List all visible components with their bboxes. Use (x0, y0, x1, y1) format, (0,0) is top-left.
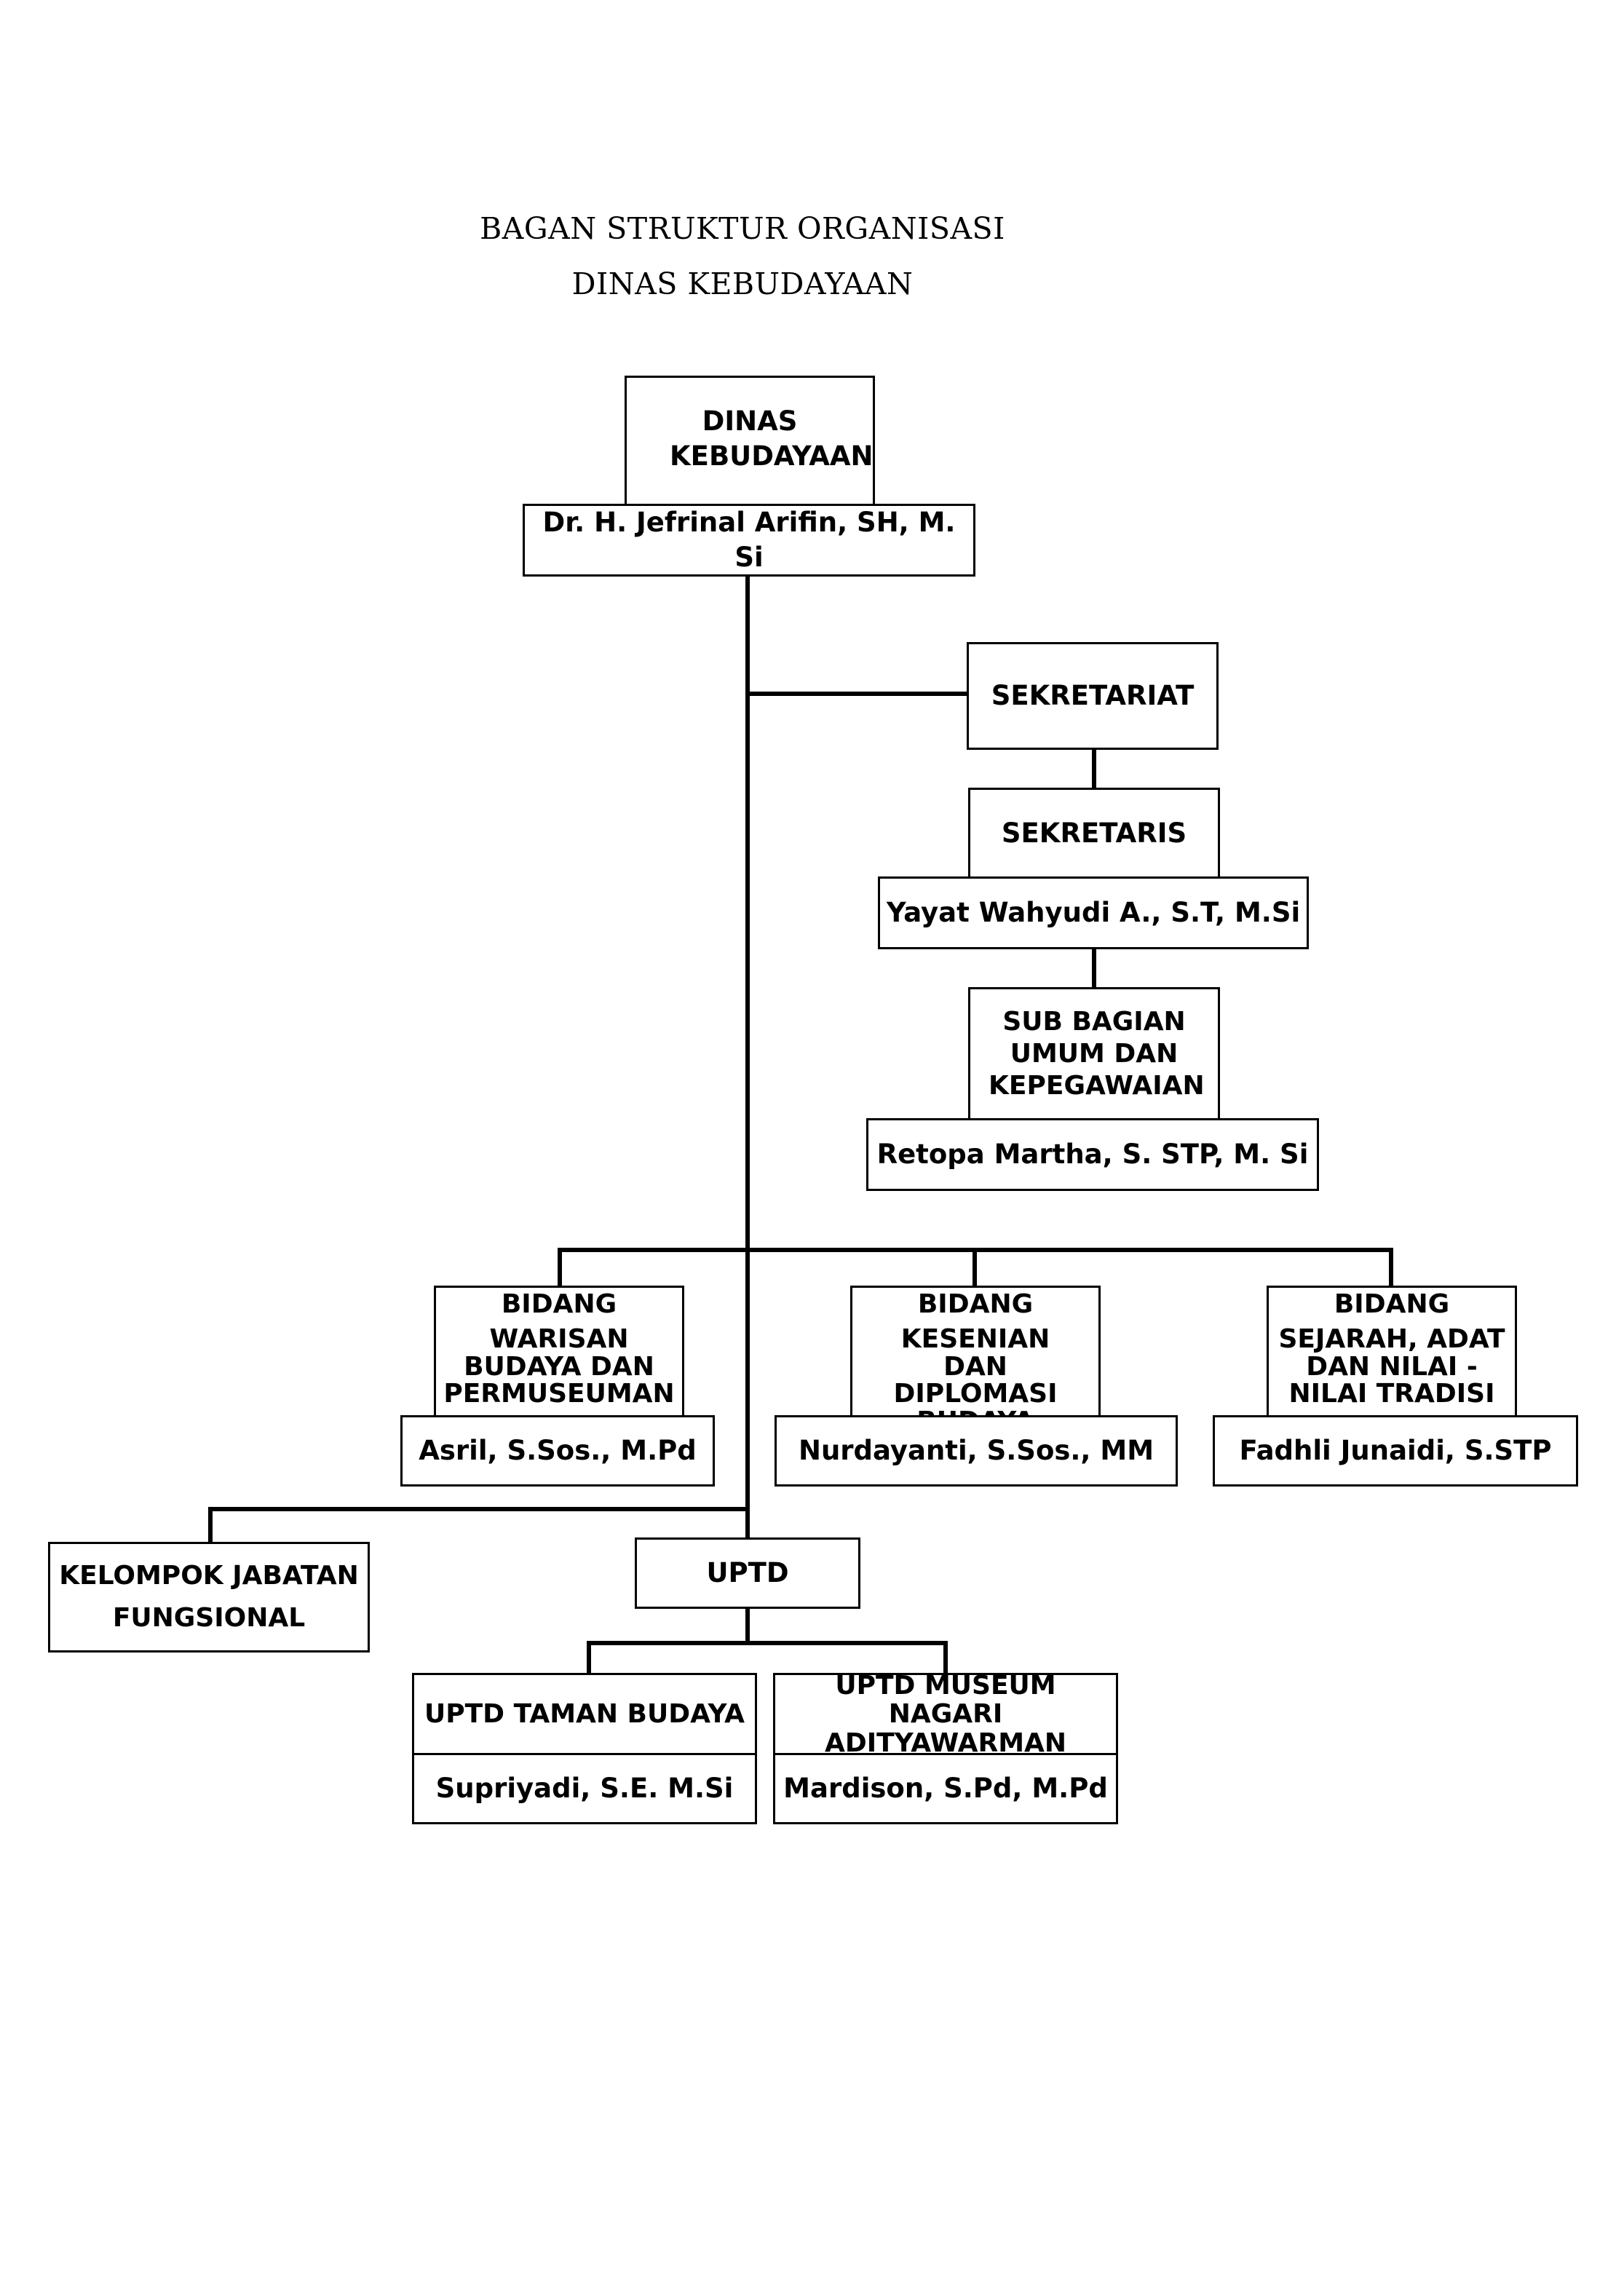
fungsional-box: KELOMPOK JABATAN FUNGSIONAL (48, 1542, 370, 1652)
chart-title: BAGAN STRUKTUR ORGANISASI (480, 211, 1005, 246)
bidang-3-box: BIDANG SEJARAH, ADAT DAN NILAI - NILAI T… (1267, 1286, 1517, 1418)
subbagian-name: Retopa Martha, S. STP, M. Si (876, 1138, 1309, 1170)
fungsional-label: KELOMPOK JABATAN FUNGSIONAL (59, 1561, 359, 1633)
uptd-taman-drop-line (587, 1641, 591, 1674)
sekretariat-label: SEKRETARIAT (991, 679, 1195, 711)
main-trunk-line (745, 575, 750, 1543)
subbagian-name-box: Retopa Martha, S. STP, M. Si (866, 1118, 1319, 1191)
uptd-museum-name-box: Mardison, S.Pd, M.Pd (773, 1753, 1118, 1824)
bidang-1-heading: BIDANG (501, 1289, 617, 1319)
subbagian-box: SUB BAGIAN UMUM DAN KEPEGAWAIAN (968, 987, 1220, 1121)
bidang-2-box: BIDANG KESENIAN DAN DIPLOMASI BUDAYA (850, 1286, 1101, 1436)
bidang-2-drop-line (973, 1248, 977, 1287)
lower-horizontal-line (208, 1507, 750, 1511)
sekretariat-connector-line (1092, 750, 1096, 789)
bidang-1-box: BIDANG WARISAN BUDAYA DAN PERMUSEUMAN (434, 1286, 684, 1418)
head-unit-box: DINAS KEBUDAYAAN (625, 376, 875, 507)
bidang-3-name: Fadhli Junaidi, S.STP (1239, 1434, 1552, 1466)
bidang-3-unit: SEJARAH, ADAT DAN NILAI - NILAI TRADISI (1278, 1323, 1505, 1409)
uptd-taman-name: Supriyadi, S.E. M.Si (435, 1772, 734, 1804)
sekretariat-branch-line (745, 692, 970, 696)
bidang-1-name-box: Asril, S.Sos., M.Pd (400, 1415, 715, 1487)
head-name: Dr. H. Jefrinal Arifin, SH, M. Si (542, 506, 956, 573)
sekretaris-name-box: Yayat Wahyudi A., S.T, M.Si (878, 876, 1309, 949)
fungsional-drop-line (208, 1507, 213, 1543)
bidang-2-heading: BIDANG (917, 1289, 1034, 1319)
bidang-3-name-box: Fadhli Junaidi, S.STP (1213, 1415, 1578, 1487)
uptd-taman-box: UPTD TAMAN BUDAYA (412, 1673, 757, 1756)
uptd-taman-label: UPTD TAMAN BUDAYA (424, 1699, 745, 1730)
bidang-1-drop-line (558, 1248, 562, 1287)
uptd-label: UPTD (706, 1556, 789, 1588)
bidang-3-drop-line (1389, 1248, 1393, 1287)
uptd-museum-box: UPTD MUSEUM NAGARI ADITYAWARMAN (773, 1670, 1118, 1758)
sekretaris-role-box: SEKRETARIS (968, 788, 1220, 879)
uptd-horizontal-line (587, 1641, 948, 1645)
sekretariat-box: SEKRETARIAT (967, 642, 1219, 750)
chart-subtitle: DINAS KEBUDAYAAN (571, 266, 914, 301)
sekretaris-name: Yayat Wahyudi A., S.T, M.Si (886, 896, 1301, 928)
bidang-2-name-box: Nurdayanti, S.Sos., MM (775, 1415, 1178, 1487)
uptd-museum-label: UPTD MUSEUM NAGARI ADITYAWARMAN (824, 1670, 1067, 1758)
subbagian-label: SUB BAGIAN UMUM DAN KEPEGAWAIAN (989, 1007, 1205, 1101)
bidang-3-heading: BIDANG (1334, 1289, 1450, 1319)
uptd-museum-drop-line (943, 1641, 948, 1674)
bidang-2-name: Nurdayanti, S.Sos., MM (798, 1434, 1154, 1466)
uptd-taman-name-box: Supriyadi, S.E. M.Si (412, 1753, 757, 1824)
uptd-box: UPTD (635, 1537, 860, 1609)
sekretaris-role-label: SEKRETARIS (1001, 817, 1187, 849)
bidang-1-unit: WARISAN BUDAYA DAN PERMUSEUMAN (443, 1323, 675, 1409)
sekretaris-connector-line (1092, 948, 1096, 987)
head-unit-label: DINAS KEBUDAYAAN (670, 405, 874, 472)
bidang-1-name: Asril, S.Sos., M.Pd (419, 1434, 697, 1466)
head-name-box: Dr. H. Jefrinal Arifin, SH, M. Si (523, 504, 975, 577)
uptd-trunk-line (745, 1607, 750, 1644)
uptd-museum-name: Mardison, S.Pd, M.Pd (783, 1772, 1108, 1804)
